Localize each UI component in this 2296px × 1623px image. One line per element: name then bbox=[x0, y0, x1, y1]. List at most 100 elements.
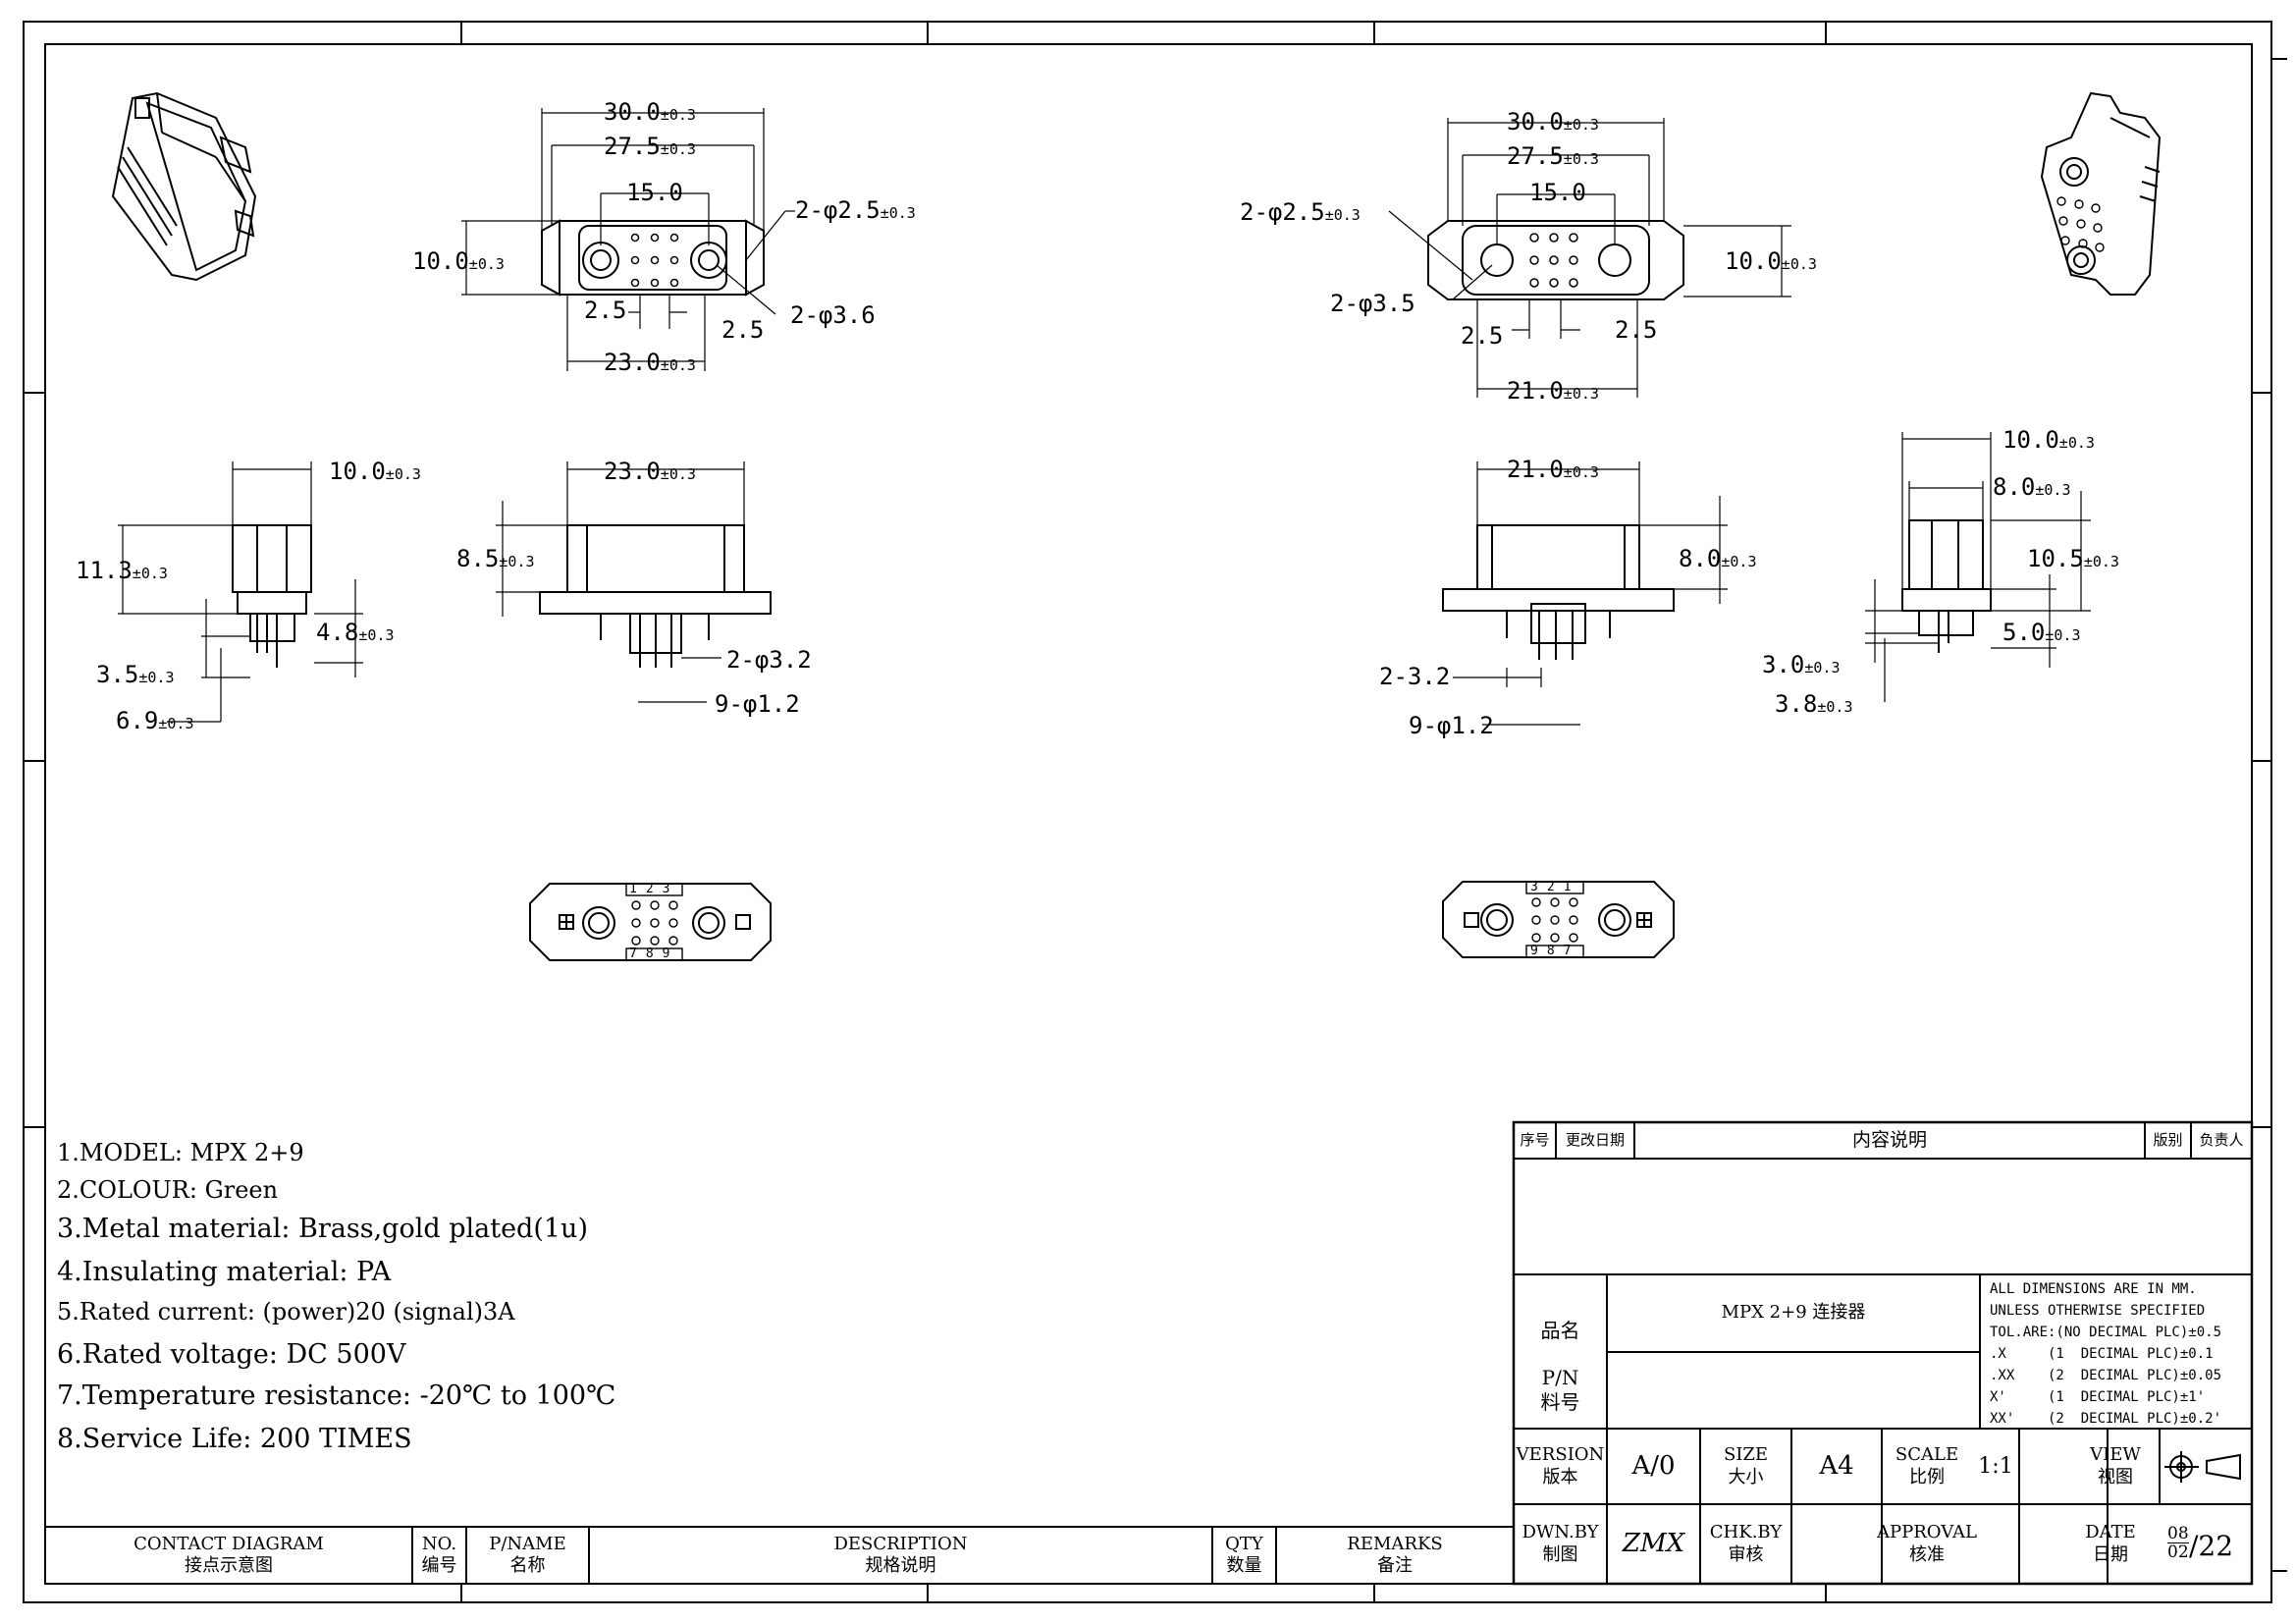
pin-label: 7 bbox=[629, 947, 646, 961]
dim-right-hole25: 2-φ2.5±0.3 bbox=[1240, 198, 1361, 226]
pin-label: 9 bbox=[1530, 944, 1547, 958]
right-isometric-view bbox=[2040, 91, 2162, 296]
dim-right-hole35-value: 2-φ3.5 bbox=[1330, 290, 1415, 317]
tolerance-note-3: TOL.ARE:(NO DECIMAL PLC)±0.5 bbox=[1990, 1325, 2222, 1340]
drawn-by-signature: ZMX bbox=[1622, 1529, 1685, 1559]
tolerance-note-5: .XX (2 DECIMAL PLC)±0.05 bbox=[1990, 1368, 2222, 1383]
tol-suffix: ±0.3 bbox=[660, 140, 696, 158]
dim-left-hole36: 2-φ3.6 bbox=[790, 301, 876, 329]
dim-left-pin12: 9-φ1.2 bbox=[715, 690, 800, 718]
drawn-by-label-en: DWN.BY bbox=[1522, 1522, 1599, 1542]
tol-suffix: ±0.3 bbox=[1804, 659, 1841, 676]
checked-by-label-en: CHK.BY bbox=[1709, 1522, 1783, 1542]
dim-left-w27-value: 27.5 bbox=[604, 133, 661, 160]
dim-left-front85-value: 8.5 bbox=[456, 545, 500, 572]
tol-suffix: ±0.3 bbox=[660, 465, 696, 483]
dim-right-pin32-value: 2-3.2 bbox=[1379, 663, 1451, 690]
dim-right-side10: 10.0±0.3 bbox=[2002, 426, 2095, 454]
tol-suffix: ±0.3 bbox=[138, 669, 175, 686]
no-en: NO. bbox=[421, 1533, 457, 1554]
pin-label: 2 bbox=[1546, 880, 1564, 894]
dim-right-w21-value: 21.0 bbox=[1507, 377, 1564, 405]
right-side-view bbox=[1865, 432, 2091, 702]
pin-label: 2 bbox=[645, 882, 663, 896]
tol-suffix: ±0.3 bbox=[468, 255, 505, 273]
dim-right-w21: 21.0±0.3 bbox=[1507, 377, 1599, 405]
tol-suffix: ±0.3 bbox=[1563, 116, 1599, 134]
dim-left-side10-value: 10.0 bbox=[329, 458, 386, 485]
dim-left-side10: 10.0±0.3 bbox=[329, 458, 421, 485]
pname-cn: 名称 bbox=[509, 1555, 546, 1576]
tolerance-note-6: X' (1 DECIMAL PLC)±1' bbox=[1990, 1389, 2206, 1405]
spec-insulating-material: 4.Insulating material: PA bbox=[57, 1257, 392, 1287]
pin-label: 3 bbox=[662, 882, 679, 896]
rev-col-date: 更改日期 bbox=[1565, 1131, 1625, 1150]
scale-label-cn: 比例 bbox=[1909, 1466, 1945, 1488]
dim-right-side10-value: 10.0 bbox=[2002, 426, 2059, 454]
dim-right-pin12-value: 9-φ1.2 bbox=[1409, 712, 1494, 739]
dim-right-h10-value: 10.0 bbox=[1725, 247, 1782, 275]
right-contact-diagram bbox=[1442, 881, 1675, 958]
pin-label: 7 bbox=[1563, 944, 1580, 958]
date-label-cn: 日期 bbox=[2093, 1543, 2128, 1565]
view-label-en: VIEW bbox=[2090, 1444, 2141, 1465]
dim-right-side30-value: 3.0 bbox=[1762, 651, 1805, 678]
version-value: A/0 bbox=[1631, 1451, 1676, 1482]
tol-suffix: ±0.3 bbox=[132, 565, 168, 582]
dim-left-pin12-value: 9-φ1.2 bbox=[715, 690, 800, 718]
tolerance-note-2: UNLESS OTHERWISE SPECIFIED bbox=[1990, 1303, 2206, 1319]
dim-left-w30: 30.0±0.3 bbox=[604, 98, 696, 126]
dim-right-h10: 10.0±0.3 bbox=[1725, 247, 1817, 275]
dim-left-side35-value: 3.5 bbox=[96, 661, 139, 688]
dim-right-pin12: 9-φ1.2 bbox=[1409, 712, 1494, 739]
dim-right-pin32: 2-3.2 bbox=[1379, 663, 1450, 690]
dim-left-side35: 3.5±0.3 bbox=[96, 661, 174, 688]
tol-suffix: ±0.3 bbox=[1563, 385, 1599, 403]
scale-label-en: SCALE bbox=[1895, 1444, 1959, 1465]
dim-right-side8: 8.0±0.3 bbox=[1993, 473, 2070, 501]
dim-left-side48-value: 4.8 bbox=[316, 619, 359, 646]
size-value: A4 bbox=[1819, 1451, 1854, 1482]
pn-label-en: P/N bbox=[1541, 1366, 1579, 1389]
version-label-cn: 版本 bbox=[1542, 1466, 1578, 1488]
rev-col-rev: 版别 bbox=[2153, 1131, 2183, 1150]
dim-left-front23-value: 23.0 bbox=[604, 458, 661, 485]
dim-left-hole25: 2-φ2.5±0.3 bbox=[795, 196, 916, 224]
dim-right-side8-value: 8.0 bbox=[1993, 473, 2036, 501]
dim-right-side105: 10.5±0.3 bbox=[2027, 545, 2119, 572]
tol-suffix: ±0.3 bbox=[660, 106, 696, 124]
product-name-value: MPX 2+9 连接器 bbox=[1721, 1302, 1866, 1324]
dim-left-h10: 10.0±0.3 bbox=[412, 247, 505, 275]
rev-col-owner: 负责人 bbox=[2199, 1131, 2244, 1150]
date-label-en: DATE bbox=[2085, 1522, 2136, 1542]
drawn-by-label-cn: 制图 bbox=[1542, 1543, 1578, 1565]
pin-label: 3 bbox=[1530, 880, 1547, 894]
tol-suffix: ±0.3 bbox=[358, 626, 395, 644]
dim-right-p25b: 2.5 bbox=[1615, 316, 1657, 344]
dim-right-p25a-value: 2.5 bbox=[1461, 322, 1504, 350]
spec-rated-voltage: 6.Rated voltage: DC 500V bbox=[57, 1339, 406, 1370]
spec-rated-current: 5.Rated current: (power)20 (signal)3A bbox=[57, 1298, 515, 1325]
tol-suffix: ±0.3 bbox=[880, 204, 916, 222]
left-isometric-view bbox=[111, 91, 257, 282]
dim-left-w23: 23.0±0.3 bbox=[604, 349, 696, 376]
spec-model: 1.MODEL: MPX 2+9 bbox=[57, 1139, 304, 1166]
dim-left-hole36-value: 2-φ3.6 bbox=[790, 301, 876, 329]
contact-diagram-cn: 接点示意图 bbox=[185, 1555, 273, 1576]
spec-metal-material: 3.Metal material: Brass,gold plated(1u) bbox=[57, 1214, 588, 1244]
dim-right-w27-value: 27.5 bbox=[1507, 142, 1564, 170]
pin-label: 9 bbox=[662, 947, 679, 961]
dim-right-p25a: 2.5 bbox=[1461, 322, 1503, 350]
date-value: 08 02 bbox=[2167, 1525, 2189, 1561]
dim-left-p25b-value: 2.5 bbox=[721, 316, 765, 344]
date-day: 02 bbox=[2167, 1542, 2189, 1562]
size-label-cn: 大小 bbox=[1728, 1466, 1764, 1488]
